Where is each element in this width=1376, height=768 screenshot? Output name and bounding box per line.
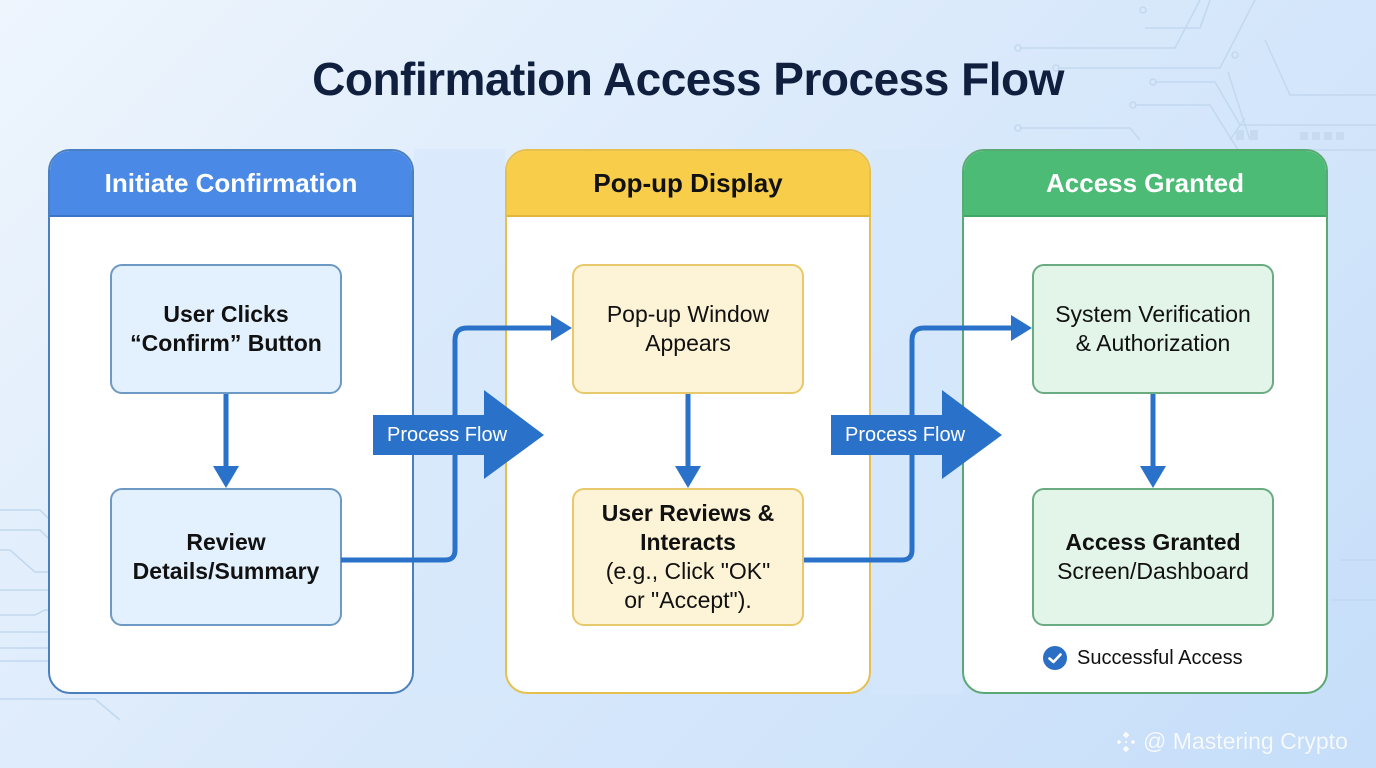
step-user-reviews-interacts: User Reviews & Interacts (e.g., Click "O…: [572, 488, 804, 626]
step-text: “Confirm” Button: [130, 330, 322, 356]
step-text: Appears: [645, 330, 731, 356]
step-text: & Authorization: [1075, 330, 1231, 356]
stage-header: Initiate Confirmation: [50, 151, 412, 217]
process-flow-label: Process Flow: [387, 423, 508, 446]
step-popup-window-appears: Pop-up Window Appears: [572, 264, 804, 394]
stage-header: Access Granted: [964, 151, 1326, 217]
step-text: (e.g., Click "OK": [605, 558, 771, 584]
step-text: Access Granted: [1065, 529, 1241, 555]
step-review-details: Review Details/Summary: [110, 488, 342, 626]
step-access-granted-screen: Access Granted Screen/Dashboard: [1032, 488, 1274, 626]
step-text: User Clicks: [163, 301, 289, 327]
step-text: System Verification: [1055, 301, 1251, 327]
step-text: User Reviews &: [601, 500, 775, 526]
step-text: Pop-up Window: [606, 301, 770, 327]
step-text: Review: [186, 529, 266, 555]
step-system-verification: System Verification & Authorization: [1032, 264, 1274, 394]
step-user-clicks-confirm: User Clicks “Confirm” Button: [110, 264, 342, 394]
watermark: @ Mastering Crypto: [1113, 728, 1348, 755]
step-text: Details/Summary: [132, 558, 320, 584]
status-successful-access: Successful Access: [1042, 645, 1243, 671]
step-text: Interacts: [640, 529, 736, 555]
step-text: or "Accept").: [624, 587, 752, 613]
status-text: Successful Access: [1077, 646, 1243, 669]
diagram-title: Confirmation Access Process Flow: [312, 53, 1064, 105]
process-flow-label: Process Flow: [845, 423, 966, 446]
binance-logo-icon: [1115, 730, 1137, 753]
stage-header: Pop-up Display: [507, 151, 869, 217]
watermark-text: @ Mastering Crypto: [1143, 728, 1348, 754]
check-circle-icon: [1043, 646, 1067, 670]
step-text: Screen/Dashboard: [1057, 558, 1249, 584]
